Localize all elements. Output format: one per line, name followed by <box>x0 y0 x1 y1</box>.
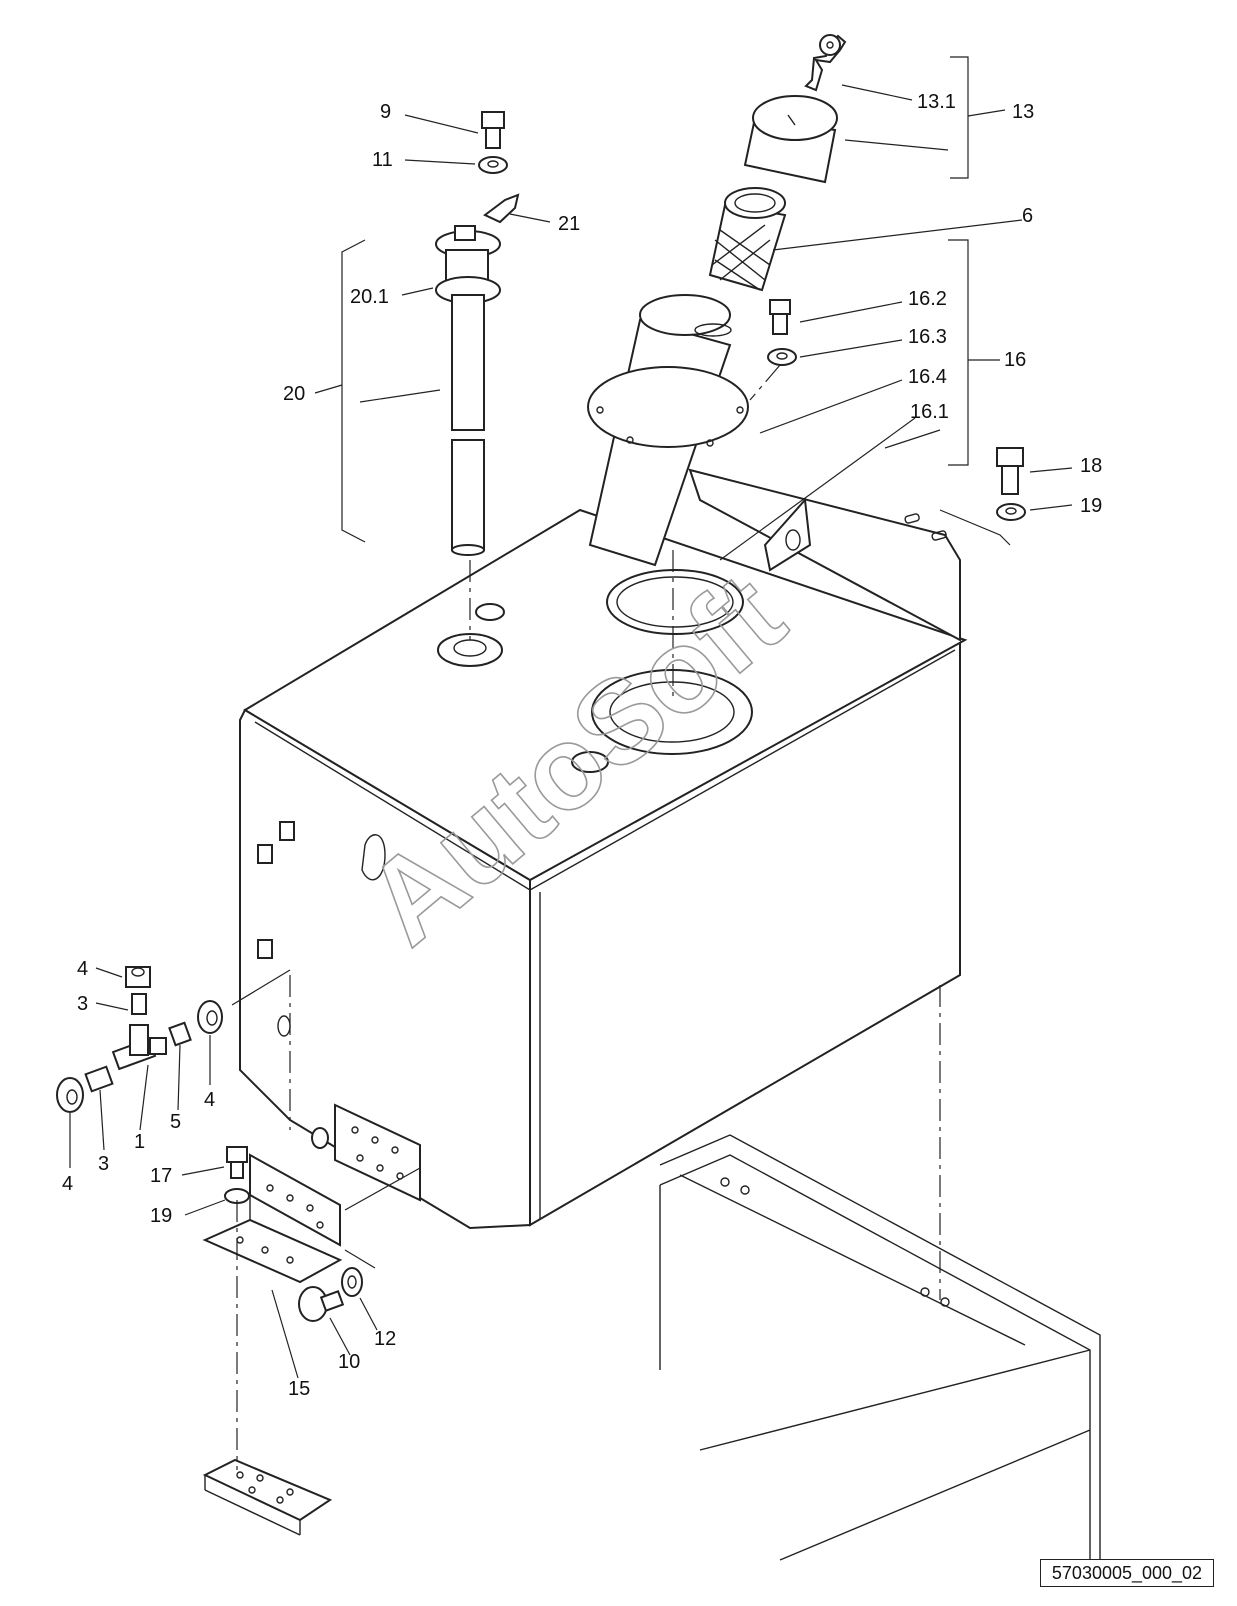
support-frame <box>659 1134 1101 1561</box>
label-16-2: 16.2 <box>908 288 947 310</box>
label-4-right: 4 <box>204 1089 215 1111</box>
label-4-bottom: 4 <box>62 1173 73 1195</box>
label-20: 20 <box>283 383 305 405</box>
drawing-code: 57030005_000_02 <box>1040 1559 1214 1587</box>
label-3-bottom: 3 <box>98 1153 109 1175</box>
label-13-1: 13.1 <box>917 91 956 113</box>
label-18: 18 <box>1080 455 1102 477</box>
label-21: 21 <box>558 213 580 235</box>
label-9: 9 <box>380 101 391 123</box>
hydraulic-tank <box>239 468 968 1230</box>
label-19-bottom: 19 <box>150 1205 172 1227</box>
fittings <box>56 966 223 1113</box>
label-15: 15 <box>288 1378 310 1400</box>
label-20-1: 20.1 <box>350 286 389 308</box>
centre-lines <box>231 364 1011 1470</box>
label-1: 1 <box>134 1131 145 1153</box>
label-16-4: 16.4 <box>908 366 947 388</box>
label-19-right: 19 <box>1080 495 1102 517</box>
label-10: 10 <box>338 1351 360 1373</box>
label-16-1: 16.1 <box>910 401 949 423</box>
leader-lines <box>69 84 1073 1379</box>
strainer-and-cap <box>708 34 847 292</box>
angle-bracket <box>202 1146 363 1536</box>
label-6: 6 <box>1022 205 1033 227</box>
label-16: 16 <box>1004 349 1026 371</box>
label-12: 12 <box>374 1328 396 1350</box>
level-sender <box>435 111 520 556</box>
label-4-top: 4 <box>77 958 88 980</box>
part-labels: 9 11 21 20.1 20 13.1 13 6 16.2 16.3 16 1… <box>62 91 1102 1400</box>
label-13: 13 <box>1012 101 1034 123</box>
bolts-right <box>767 299 1026 521</box>
filler-neck <box>587 294 749 635</box>
label-16-3: 16.3 <box>908 326 947 348</box>
label-17: 17 <box>150 1165 172 1187</box>
group-brackets <box>314 56 1006 543</box>
label-3-top: 3 <box>77 993 88 1015</box>
label-11: 11 <box>372 149 393 171</box>
label-5: 5 <box>170 1111 181 1133</box>
